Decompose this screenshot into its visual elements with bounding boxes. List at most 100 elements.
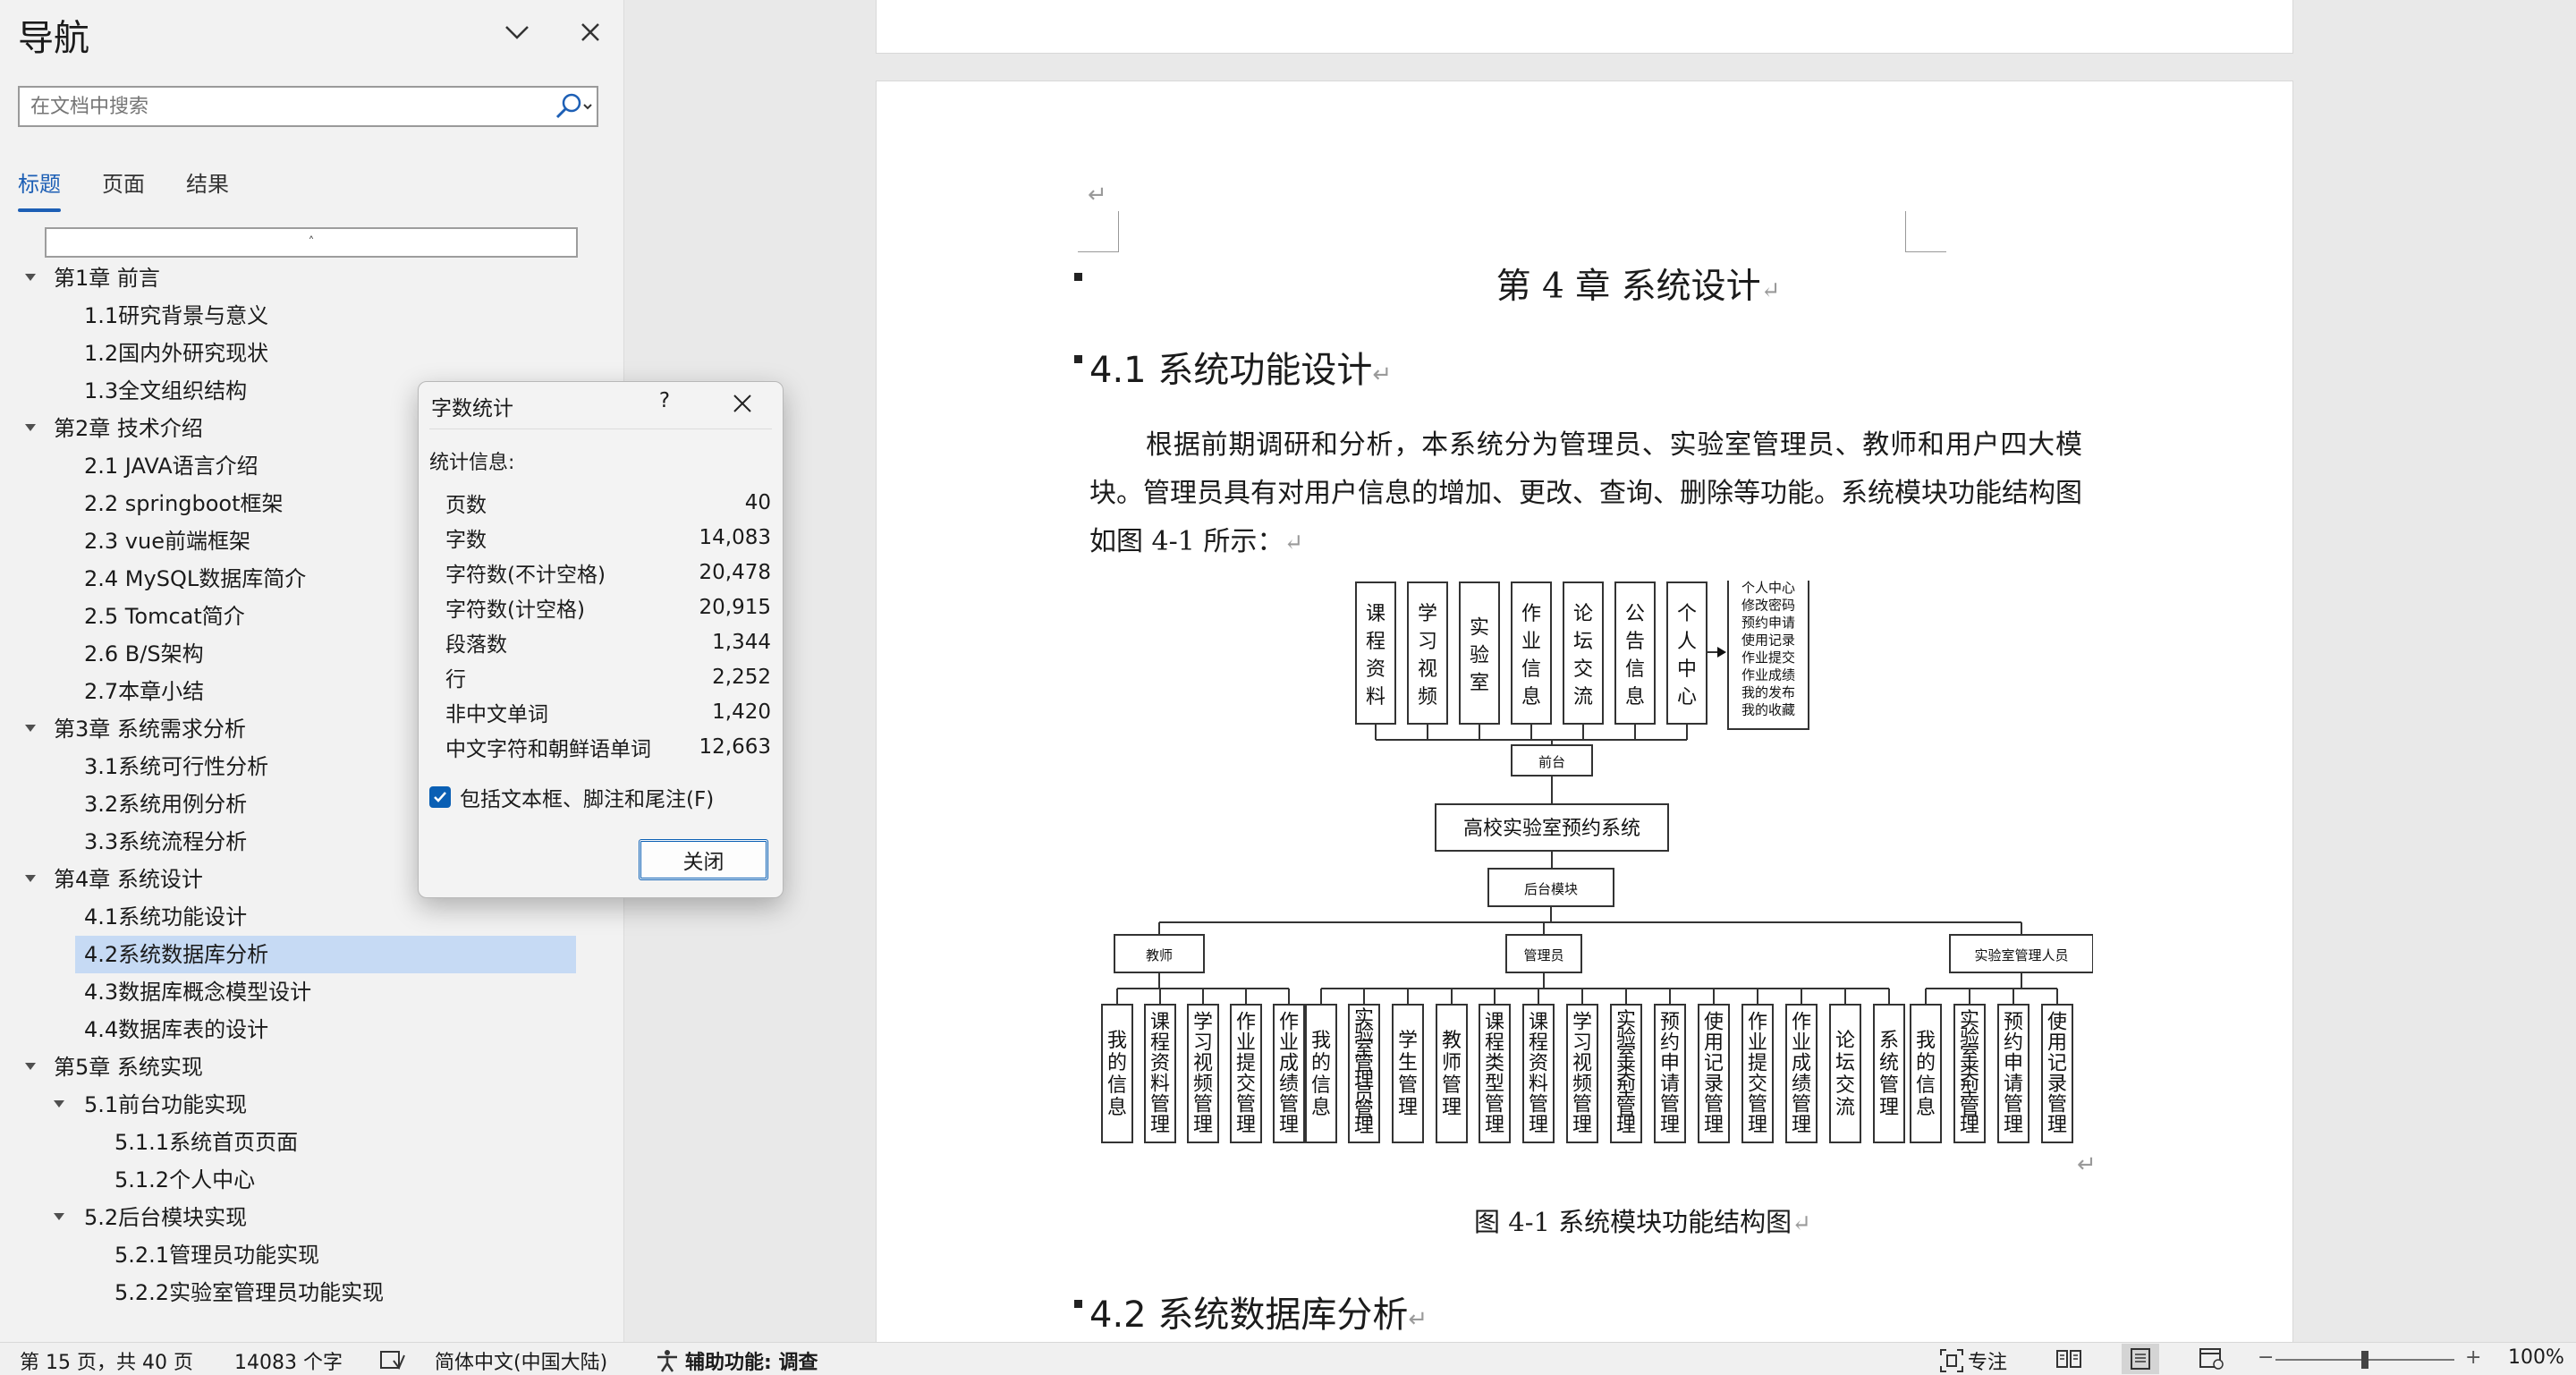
nav-heading-label: 4.3数据库概念模型设计 (84, 980, 312, 1005)
nav-heading-item[interactable]: 3.1系统可行性分析 (0, 748, 624, 785)
nav-heading-item[interactable]: 2.7本章小结 (0, 673, 624, 710)
zoom-slider[interactable] (2275, 1351, 2454, 1369)
word-count-indicator[interactable]: 14083 个字 (234, 1352, 343, 1374)
function-box (1741, 1004, 1774, 1143)
expand-toggle-icon[interactable] (54, 1213, 64, 1220)
tab-pages[interactable]: 页面 (102, 172, 145, 197)
nav-heading-item[interactable]: 5.1.1系统首页页面 (0, 1124, 624, 1161)
nav-heading-item[interactable]: 4.4数据库表的设计 (0, 1011, 624, 1048)
zoom-out-button[interactable]: − (2258, 1346, 2275, 1369)
nav-heading-item[interactable]: 第4章 系统设计 (0, 861, 624, 898)
nav-heading-item[interactable]: 5.2.2实验室管理员功能实现 (0, 1274, 624, 1311)
personal-center-item: 作业提交 (1741, 649, 1795, 666)
nav-search-box[interactable] (18, 86, 598, 127)
print-layout-button[interactable] (2122, 1344, 2159, 1374)
include-footnotes-option[interactable]: 包括文本框、脚注和尾注(F) (429, 782, 714, 812)
stat-label: 非中文单词 (445, 702, 548, 726)
language-indicator[interactable]: 简体中文(中国大陆) (435, 1352, 608, 1374)
stat-label: 字符数(不计空格) (445, 563, 606, 587)
nav-heading-item[interactable]: 3.2系统用例分析 (0, 785, 624, 823)
nav-heading-item[interactable]: 5.1前台功能实现 (0, 1086, 624, 1124)
accessibility-checker[interactable]: 辅助功能: 调查 (685, 1352, 818, 1374)
statistics-label: 统计信息: (429, 452, 515, 474)
nav-heading-item[interactable]: 1.1研究背景与意义 (0, 297, 624, 335)
expand-toggle-icon[interactable] (25, 424, 36, 431)
nav-tabs: 标题 页面 结果 (18, 166, 229, 212)
front-module-box-label: 论坛交流 (1573, 603, 1593, 709)
nav-heading-item[interactable]: 5.1.2个人中心 (0, 1161, 624, 1199)
focus-mode-button[interactable]: 专注 (1968, 1352, 2008, 1374)
web-layout-icon (2199, 1348, 2224, 1370)
expand-toggle-icon[interactable] (54, 1100, 64, 1108)
nav-heading-item[interactable]: 2.4 MySQL数据库简介 (0, 560, 624, 598)
page-indicator[interactable]: 第 15 页，共 40 页 (20, 1352, 193, 1374)
function-box-label: 教师管理 (1442, 1030, 1462, 1119)
nav-heading-item[interactable]: 4.1系统功能设计 (0, 898, 624, 936)
read-mode-button[interactable] (2050, 1344, 2088, 1374)
expand-toggle-icon[interactable] (25, 725, 36, 732)
module-structure-diagram: 课程资料学习视频实验室作业信息论坛交流公告信息个人中心前台个人中心修改密码预约申… (1100, 574, 2094, 1212)
search-input[interactable] (20, 95, 547, 118)
function-box (1785, 1004, 1818, 1143)
search-button[interactable] (547, 88, 597, 125)
expand-toggle-icon[interactable] (25, 274, 36, 281)
tab-headings[interactable]: 标题 (18, 166, 61, 212)
read-mode-icon (2056, 1350, 2081, 1368)
expand-toggle-icon[interactable] (25, 875, 36, 882)
nav-heading-item[interactable]: 2.3 vue前端框架 (0, 522, 624, 560)
tab-results[interactable]: 结果 (186, 172, 229, 197)
personal-center-item: 使用记录 (1741, 632, 1795, 649)
stat-value: 1,420 (712, 700, 771, 724)
nav-options-button[interactable] (497, 13, 537, 52)
focus-mode-icon[interactable] (1939, 1348, 1964, 1373)
front-module-box (1511, 581, 1552, 725)
function-box-label: 作业成绩管理 (1279, 1011, 1299, 1136)
nav-heading-label: 2.6 B/S架构 (84, 641, 204, 666)
section-heading: 4.2 系统数据库分析↵ (1089, 1294, 1428, 1336)
stat-value: 14,083 (699, 525, 771, 549)
collapse-headings-bar[interactable]: ˄ (45, 227, 578, 258)
personal-center-list (1727, 574, 1809, 730)
nav-heading-item[interactable]: 第5章 系统实现 (0, 1048, 624, 1086)
web-layout-button[interactable] (2193, 1344, 2231, 1374)
nav-heading-item[interactable]: 第2章 技术介绍 (0, 410, 624, 447)
nav-close-button[interactable] (571, 13, 610, 52)
document-page[interactable]: ↵ 第 4 章 系统设计↵ 4.1 系统功能设计↵ 根据前期调研和分析，本系统分… (876, 81, 2293, 1342)
close-dialog-button[interactable]: 关闭 (639, 839, 768, 880)
role-box (1949, 934, 2094, 973)
include-footnotes-checkbox[interactable] (429, 786, 451, 808)
nav-heading-item[interactable]: 2.6 B/S架构 (0, 635, 624, 673)
function-box (1230, 1004, 1262, 1143)
nav-heading-item[interactable]: 1.2国内外研究现状 (0, 335, 624, 372)
nav-heading-item[interactable]: 2.2 springboot框架 (0, 485, 624, 522)
proofing-icon[interactable] (379, 1350, 406, 1371)
previous-page (876, 0, 2293, 54)
zoom-level[interactable]: 100% (2508, 1346, 2564, 1369)
expand-toggle-icon[interactable] (25, 1063, 36, 1070)
nav-heading-item[interactable]: 4.3数据库概念模型设计 (0, 973, 624, 1011)
function-box (1273, 1004, 1305, 1143)
zoom-slider-thumb[interactable] (2361, 1351, 2368, 1369)
nav-heading-item[interactable]: 1.3全文组织结构 (0, 372, 624, 410)
nav-heading-item[interactable]: 5.2后台模块实现 (0, 1199, 624, 1236)
front-module-box-label: 实验室 (1470, 616, 1489, 694)
function-box-label: 实验室管理员管理 (1354, 1007, 1374, 1138)
dialog-title: 字数统计 (431, 397, 513, 420)
dialog-close-button[interactable] (721, 387, 764, 420)
document-area[interactable]: ↵ 第 4 章 系统设计↵ 4.1 系统功能设计↵ 根据前期调研和分析，本系统分… (624, 0, 2576, 1342)
nav-heading-item[interactable]: 5.2.1管理员功能实现 (0, 1236, 624, 1274)
zoom-in-button[interactable]: + (2465, 1346, 2482, 1369)
nav-heading-item[interactable]: 第1章 前言 (0, 259, 624, 297)
nav-heading-item[interactable]: 第3章 系统需求分析 (0, 710, 624, 748)
role-box-label: 实验室管理人员 (1974, 947, 2068, 963)
function-box (1910, 1004, 1942, 1143)
function-box-label: 作业成绩管理 (1792, 1011, 1811, 1136)
nav-heading-item[interactable]: 2.5 Tomcat简介 (0, 598, 624, 635)
nav-heading-item[interactable]: 4.2系统数据库分析 (75, 936, 576, 973)
nav-heading-item[interactable]: 2.1 JAVA语言介绍 (0, 447, 624, 485)
role-box-label: 管理员 (1523, 947, 1563, 963)
function-box (1348, 1004, 1380, 1143)
nav-heading-item[interactable]: 3.3系统流程分析 (0, 823, 624, 861)
dialog-help-button[interactable]: ? (658, 389, 671, 412)
